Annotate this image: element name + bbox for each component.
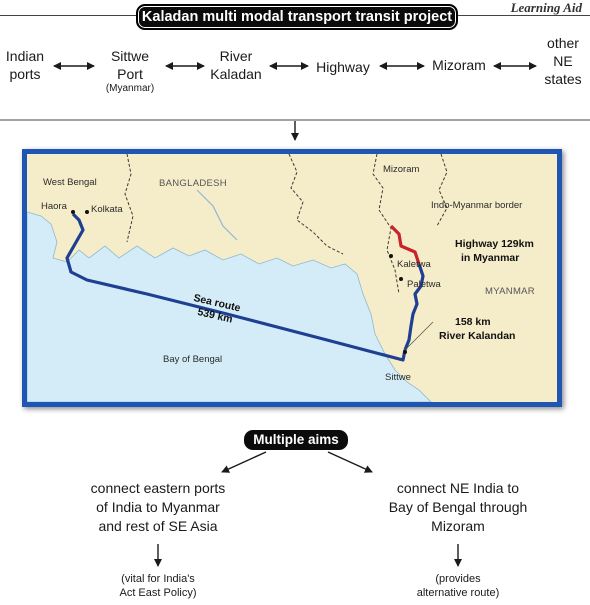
node-indian-ports: Indian ports (2, 47, 48, 83)
arrow-to-right-aim (327, 451, 373, 473)
arrow-to-left-aim (221, 451, 267, 473)
learning-aid-badge: Learning Aid (510, 0, 582, 15)
node-highway-line1: Highway (316, 59, 370, 75)
aim-right-note1: (provides (435, 573, 481, 585)
node-sittwe-line2: Port (117, 66, 143, 82)
node-other-line2: NE (553, 53, 573, 69)
aim-left-note: (vital for India's Act East Policy) (78, 572, 238, 600)
node-sittwe-sub: (Myanmar) (105, 83, 155, 94)
node-river-line1: River (219, 48, 253, 64)
sittwe-dot (403, 350, 407, 354)
label-bangladesh: BANGLADESH (159, 178, 227, 189)
label-paletwa: Paletwa (407, 279, 441, 290)
label-myanmar: MYANMAR (485, 286, 535, 297)
node-indian-ports-line2: ports (9, 66, 41, 82)
mizoram-border (436, 154, 448, 227)
aim-left-note1: (vital for India's (121, 573, 195, 585)
label-west-bengal: West Bengal (43, 177, 97, 188)
aim-left-line3: and rest of SE Asia (98, 518, 218, 534)
node-mizoram: Mizoram (424, 56, 494, 74)
indo-myanmar-border (372, 154, 400, 295)
map-canvas: West Bengal BANGLADESH Mizoram Indo-Myan… (27, 154, 557, 402)
route-map: West Bengal BANGLADESH Mizoram Indo-Myan… (22, 149, 562, 407)
aim-right-note2: alternative route) (416, 587, 500, 599)
map-drawing (27, 154, 448, 402)
kaletwa-dot (389, 254, 393, 258)
kolkata-dot (85, 210, 89, 214)
label-river-km: 158 km (455, 316, 491, 328)
aim-left-note2: Act East Policy) (119, 587, 197, 599)
node-river-kaladan: River Kaladan (204, 47, 268, 83)
node-sittwe-line1: Sittwe (110, 48, 150, 64)
node-other-line1: other (547, 35, 579, 51)
label-sittwe: Sittwe (385, 372, 411, 383)
aim-right-line2: Bay of Bengal through (388, 499, 528, 515)
multiple-aims-pill: Multiple aims (244, 430, 348, 450)
node-sittwe-port: Sittwe Port (Myanmar) (94, 47, 166, 95)
node-other-line3: states (544, 71, 582, 87)
aim-left-line2: of India to Myanmar (96, 499, 220, 515)
label-bay-of-bengal: Bay of Bengal (163, 354, 223, 365)
paletwa-dot (399, 277, 403, 281)
label-highway-line2: in Myanmar (461, 252, 520, 264)
aim-left: connect eastern ports of India to Myanma… (48, 479, 268, 536)
label-kaletwa: Kaletwa (397, 259, 431, 270)
label-mizoram: Mizoram (383, 164, 420, 175)
node-other-ne-states: other NE states (536, 34, 590, 88)
chain-arrows (0, 62, 590, 141)
node-mizoram-line1: Mizoram (432, 57, 486, 73)
sea-route-line (65, 212, 407, 362)
aim-left-line1: connect eastern ports (90, 480, 226, 496)
river-scale-pointer (404, 321, 434, 351)
aim-right-note: (provides alternative route) (378, 572, 538, 600)
page-title: Kaladan multi modal transport transit pr… (136, 4, 458, 30)
bay-of-bengal-water (27, 211, 432, 402)
label-indo-myanmar-border: Indo-Myanmar border (431, 200, 523, 211)
label-river-name: River Kalandan (439, 330, 516, 342)
aim-right-line3: Mizoram (431, 518, 485, 534)
river-ganges (196, 189, 238, 241)
node-river-line2: Kaladan (210, 66, 262, 82)
bangladesh-border-east (288, 154, 344, 255)
node-highway: Highway (308, 58, 378, 76)
aims-arrows (154, 451, 462, 567)
aim-right-line1: connect NE India to (396, 480, 520, 496)
label-highway-line1: Highway 129km (455, 238, 534, 250)
label-kolkata: Kolkata (91, 204, 123, 215)
river-route-line (403, 263, 425, 351)
haora-dot (71, 210, 75, 214)
highway-route-line (389, 224, 421, 265)
bangladesh-border-west (124, 154, 134, 243)
aim-right: connect NE India to Bay of Bengal throug… (348, 479, 568, 536)
node-indian-ports-line1: Indian (5, 48, 45, 64)
label-haora: Haora (41, 201, 67, 212)
